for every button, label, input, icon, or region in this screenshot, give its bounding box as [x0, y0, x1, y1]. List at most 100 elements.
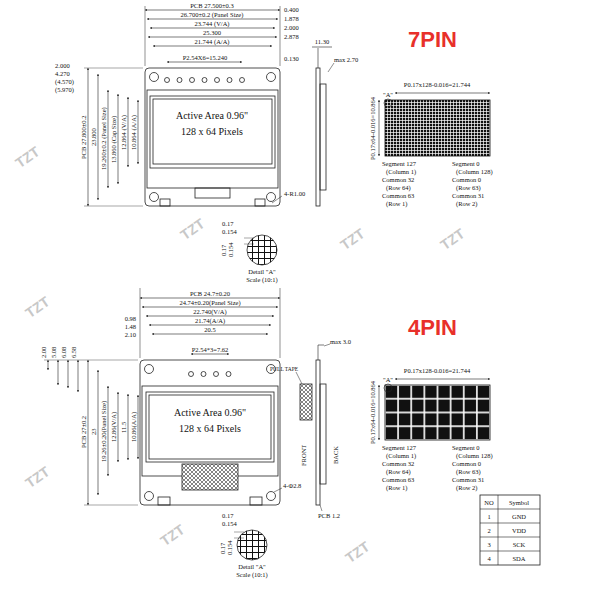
- dimension-label: 20.5: [204, 326, 215, 333]
- dimension-label: P2.54*3=7.62: [192, 346, 229, 353]
- dimension-label: 23.744 (V/A): [194, 20, 229, 27]
- dimension-label: Common 63: [382, 192, 414, 199]
- dimension-label: P0.17x64-0.016=10.864: [369, 96, 376, 159]
- dimension-label: 4.270: [55, 70, 70, 77]
- dimension-label: Scale (10:1): [236, 571, 268, 578]
- pin-heading: 7PIN: [408, 28, 457, 52]
- dimension-label: Detail "A": [248, 268, 276, 275]
- dimension-label: 13.860 (Cap Size): [110, 115, 117, 162]
- watermark: TZT: [23, 464, 53, 491]
- dimension-label: 0.400: [284, 6, 299, 13]
- dimension-label: 4-R1.00: [284, 190, 305, 197]
- dimension-label: 5.08: [50, 347, 57, 358]
- dimension-label: (Column 128): [456, 452, 493, 459]
- dimension-label: BACK: [332, 446, 339, 464]
- dimension-label: 4-Φ2.8: [283, 482, 301, 489]
- dimension-label: 0.154: [226, 541, 233, 556]
- dimension-label: 21.74(A/A): [195, 317, 225, 324]
- dimension-label: PCB 1.2: [318, 512, 340, 519]
- dimension-label: 4: [487, 555, 490, 562]
- dimension-label: Segment 127: [382, 160, 416, 167]
- watermark: TZT: [178, 216, 208, 243]
- dimension-label: 11.5: [120, 421, 127, 432]
- dimension-label: 2.000: [284, 24, 299, 31]
- watermark: TZT: [438, 226, 468, 253]
- dimension-label: 2.000: [55, 62, 70, 69]
- dimension-label: PCB 27±0.2: [80, 416, 87, 448]
- dimension-label: 25.300: [203, 29, 221, 36]
- dimension-label: 2.10: [125, 331, 136, 338]
- dimension-label: Common 32: [382, 176, 414, 183]
- dimension-label: 0.17: [222, 220, 233, 227]
- dimension-label: P2.54X6=15.240: [183, 54, 227, 61]
- dimension-label: 2.878: [284, 33, 299, 40]
- dimension-label: Active Area 0.96": [174, 407, 246, 418]
- watermark: TZT: [13, 144, 43, 171]
- dimension-label: 0.154: [227, 243, 234, 258]
- dimension-label: Active Area 0.96": [176, 110, 248, 121]
- dimension-label: (Row 64): [386, 468, 411, 475]
- watermark: TZT: [338, 226, 368, 253]
- dimension-label: Scale (10:1): [246, 276, 278, 283]
- dimension-label: (Row 1): [386, 200, 407, 207]
- pin-heading: 4PIN: [408, 316, 457, 340]
- dimension-label: 0.130: [284, 55, 299, 62]
- dimension-label: (Row 1): [386, 484, 407, 491]
- dimension-label: 1.48: [125, 323, 136, 330]
- dimension-label: PCB 24.7±0.20: [190, 290, 230, 297]
- dimension-label: (Column 128): [456, 168, 493, 175]
- dimension-label: 0.154: [222, 228, 237, 235]
- dimension-label: (Column 1): [386, 452, 416, 459]
- dimension-label: 2: [487, 527, 490, 534]
- dimension-label: PULL TAPE: [270, 366, 298, 372]
- dimension-label: 0.154: [222, 520, 237, 527]
- dimension-label: 19.26±0.20(Panel Size): [100, 400, 107, 461]
- dimension-label: Common 0: [452, 460, 481, 467]
- dimension-label: "A": [383, 376, 393, 383]
- dimension-label: max 3.0: [330, 338, 351, 345]
- dimension-label: (Row 63): [456, 468, 481, 475]
- dimension-label: 23.800: [90, 128, 97, 146]
- dimension-label: (Row 2): [456, 200, 477, 207]
- dimension-label: 23: [90, 429, 97, 436]
- dimension-label: PCB 27.800±0.2: [80, 115, 87, 158]
- dimension-label: NO: [484, 499, 493, 506]
- dimension-label: SDA: [512, 555, 525, 562]
- dimension-label: FRONT: [300, 444, 307, 465]
- dimension-label: 0.17: [219, 542, 226, 553]
- dimension-label: PCB 27.500±0.3: [190, 2, 233, 9]
- dimension-label: Common 31: [452, 476, 484, 483]
- dimension-label: 10.864 (A/A): [130, 114, 137, 149]
- dimension-label: 10.86(A/A): [130, 412, 137, 442]
- dimension-label: Symbol: [509, 499, 529, 506]
- dimension-label: Common 32: [382, 460, 414, 467]
- dimension-label: 6.08: [60, 347, 67, 358]
- watermark: TZT: [23, 294, 53, 321]
- dimension-label: 0.17: [220, 244, 227, 255]
- dimension-label: 1: [487, 513, 490, 520]
- dimension-label: Common 0: [452, 176, 481, 183]
- dimension-label: (Column 1): [386, 168, 416, 175]
- dimension-label: Segment 0: [452, 444, 480, 451]
- dimension-label: VDD: [512, 527, 526, 534]
- dimension-label: P0.17x128-0.016=21.744: [404, 367, 470, 374]
- dimension-label: max 2.70: [334, 56, 358, 63]
- dimension-label: 12.864 (V/A): [120, 114, 127, 149]
- dimension-label: Detail "A": [238, 563, 266, 570]
- dimension-label: 2.00: [40, 347, 47, 358]
- dimension-label: 21.744 (A/A): [194, 38, 229, 45]
- dimension-label: 1.878: [284, 15, 299, 22]
- dimension-label: P0.17x64-0.016=10.864: [369, 380, 376, 443]
- dimension-label: 11.30: [315, 38, 329, 45]
- dimension-label: (Row 63): [456, 184, 481, 191]
- dimension-label: P0.17x128-0.016=21.744: [404, 81, 470, 88]
- dimension-label: (5.970): [55, 86, 74, 93]
- dimension-label: 0.17: [222, 512, 233, 519]
- top-module: [84, 6, 490, 266]
- dimension-label: Common 63: [382, 476, 414, 483]
- dimension-label: (4.570): [55, 78, 74, 85]
- dimension-label: 6.58: [70, 347, 77, 358]
- dimension-label: 24.74±0.20(Panel Size): [179, 299, 240, 306]
- dimension-label: 128 x 64 Pixels: [181, 126, 243, 137]
